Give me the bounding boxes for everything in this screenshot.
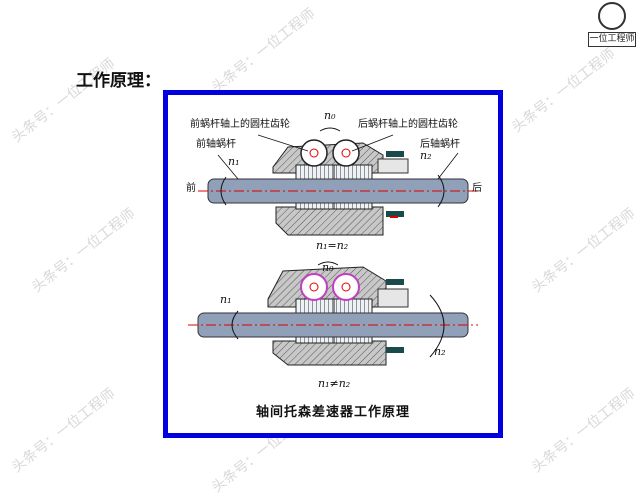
- label-rear: 后: [472, 183, 482, 194]
- bottom-assembly: [188, 261, 478, 366]
- top-relation: n₁=n₂: [316, 239, 349, 252]
- top-rotation-arrow-left: [220, 176, 227, 206]
- figure-caption: 轴间托森差速器工作原理: [255, 405, 410, 420]
- bottom-n1: n₁: [220, 293, 232, 306]
- bottom-rotation-arrow-right: [429, 294, 445, 358]
- watermark: 头条号：一位工程师: [529, 205, 639, 296]
- watermark: 头条号：一位工程师: [209, 5, 319, 96]
- top-spur-gear-left: [300, 139, 328, 167]
- bottom-spur-gear-right: [332, 273, 360, 301]
- differential-diagram: [188, 127, 478, 366]
- top-rotation-arrow-right: [437, 174, 445, 208]
- label-rear-worm-gear: 后蜗杆轴上的圆柱齿轮: [358, 119, 458, 130]
- top-rotation-arrow-center: [319, 127, 341, 132]
- page-heading: 工作原理：: [76, 71, 161, 91]
- brand-logo: 一位工程师: [588, 2, 636, 47]
- watermark: 头条号：一位工程师: [529, 385, 639, 476]
- label-rear-worm: 后轴蜗杆: [420, 139, 460, 150]
- bottom-spur-gear-left: [300, 273, 328, 301]
- bottom-n0: n₀: [322, 261, 334, 274]
- watermark: 头条号：一位工程师: [29, 205, 139, 296]
- watermark: 头条号：一位工程师: [509, 45, 619, 136]
- top-assembly: [198, 127, 478, 236]
- bottom-relation: n₁≠n₂: [318, 377, 351, 390]
- top-spur-gear-right: [332, 139, 360, 167]
- label-front-worm-gear: 前蜗杆轴上的圆柱齿轮: [190, 119, 290, 130]
- bottom-rotation-arrow-center: [317, 261, 339, 266]
- bottom-rotation-arrow-left: [231, 310, 239, 340]
- bottom-n2: n₂: [434, 345, 446, 358]
- logo-caption: 一位工程师: [588, 32, 636, 47]
- bottom-housing-lower: [272, 340, 387, 366]
- top-n1: n₁: [228, 155, 240, 168]
- top-housing-lower: [275, 206, 384, 236]
- label-front: 前: [186, 183, 196, 194]
- label-front-worm: 前轴蜗杆: [196, 139, 236, 150]
- logo-emblem-icon: [598, 2, 626, 30]
- watermark: 头条号：一位工程师: [9, 385, 119, 476]
- top-n0: n₀: [324, 109, 336, 122]
- diagram-frame: 前蜗杆轴上的圆柱齿轮 后蜗杆轴上的圆柱齿轮 前轴蜗杆 后轴蜗杆 前 后 n₀ n…: [163, 90, 503, 438]
- top-n2: n₂: [420, 149, 432, 162]
